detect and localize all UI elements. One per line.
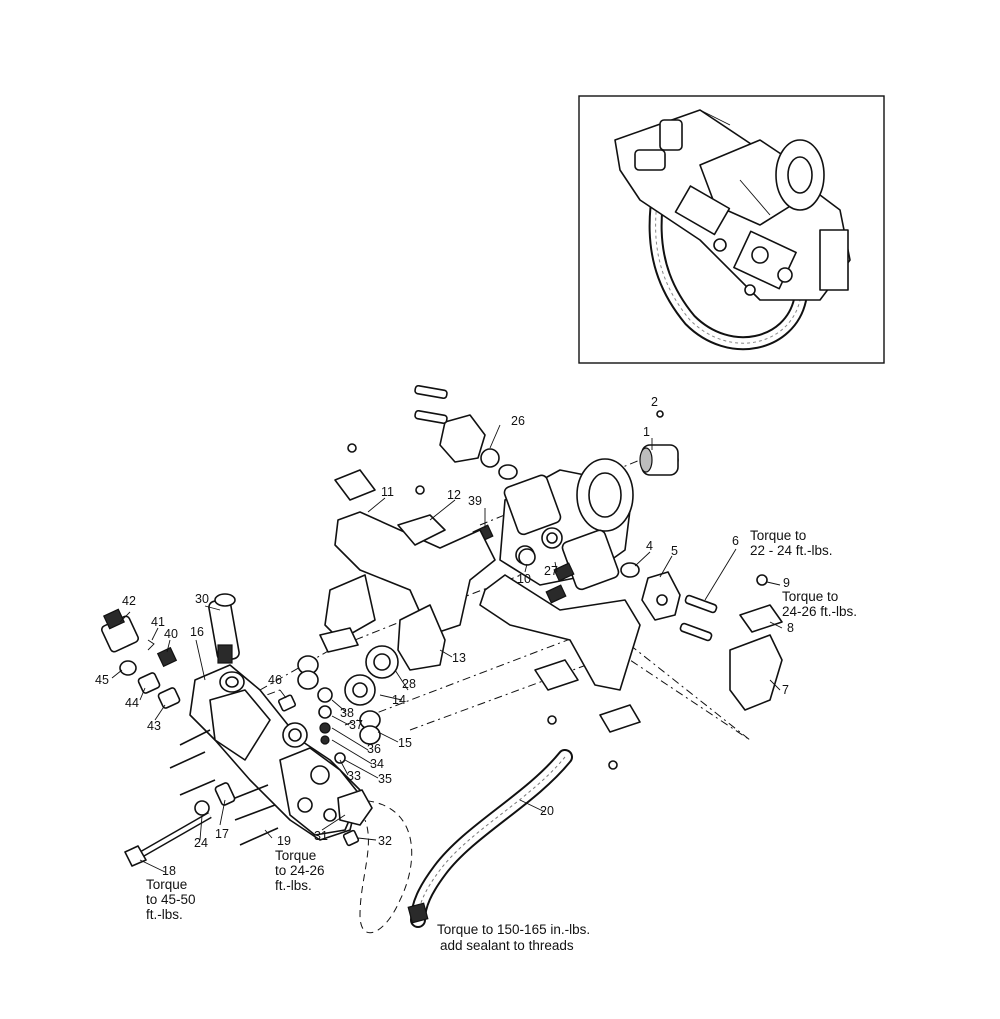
torque-note-18-line2: to 45-50 [146,892,196,907]
right-side-parts [679,574,783,711]
torque-note-18-line3: ft.-lbs. [146,907,183,922]
torque-note-20-line1: Torque to 150-165 in.-lbs. [437,922,590,937]
high-pressure-hose [407,749,573,928]
torque-note-20-line2: add sealant to threads [440,938,574,953]
callout-19: 19 [277,834,291,848]
callout-numbers: 1 2 4 5 6 7 8 9 10 11 12 13 14 15 16 17 … [95,395,794,878]
callout-36: 36 [367,742,381,756]
callout-40: 40 [164,627,178,641]
assembled-pump-inset [578,95,885,364]
torque-note-6-line1: Torque to [750,528,806,543]
callout-5: 5 [671,544,678,558]
torque-note-6-line2: 22 - 24 ft.-lbs. [750,543,833,558]
callout-11: 11 [381,485,394,499]
callout-15: 15 [398,736,412,750]
callout-34: 34 [370,757,384,771]
callout-26: 26 [511,414,525,428]
callout-35: 35 [378,772,392,786]
callout-43: 43 [147,719,161,733]
manifold-assembly [101,593,399,867]
callout-7: 7 [782,683,789,697]
callout-4: 4 [646,539,653,553]
callout-28: 28 [402,677,416,691]
torque-note-9-line1: Torque to [782,589,838,604]
torque-notes: Torque to 22 - 24 ft.-lbs. Torque to 24-… [146,528,857,953]
callout-1: 1 [643,425,650,439]
callout-24: 24 [194,836,208,850]
callout-2: 2 [651,395,658,409]
callout-9: 9 [783,576,790,590]
callout-33: 33 [347,769,361,783]
callout-6: 6 [732,534,739,548]
callout-13: 13 [452,651,466,665]
torque-note-19-line2: to 24-26 [275,863,325,878]
torque-note-19-line1: Torque [275,848,316,863]
torque-note-18-line1: Torque [146,877,187,892]
callout-14: 14 [392,693,406,707]
callout-12: 12 [447,488,461,502]
callout-20: 20 [540,804,554,818]
callout-32: 32 [378,834,392,848]
callout-10: 10 [517,572,531,586]
torque-note-9-line2: 24-26 ft.-lbs. [782,604,857,619]
callout-27: 27 [544,564,558,578]
callout-8: 8 [787,621,794,635]
bracket-parts [319,443,641,770]
callout-44: 44 [125,696,139,710]
callout-18: 18 [162,864,176,878]
callout-17: 17 [215,827,229,841]
callout-39: 39 [468,494,482,508]
callout-38: 38 [340,706,354,720]
pump-housing [414,384,681,621]
callout-31: 31 [314,829,328,843]
callout-37: 37 [349,718,363,732]
callout-41: 41 [151,615,165,629]
callout-16: 16 [190,625,204,639]
torque-note-19-line3: ft.-lbs. [275,878,312,893]
leader-lines [111,424,783,873]
callout-46: 46 [268,673,282,687]
callout-45: 45 [95,673,109,687]
callout-42: 42 [122,594,136,608]
callout-30: 30 [195,592,209,606]
